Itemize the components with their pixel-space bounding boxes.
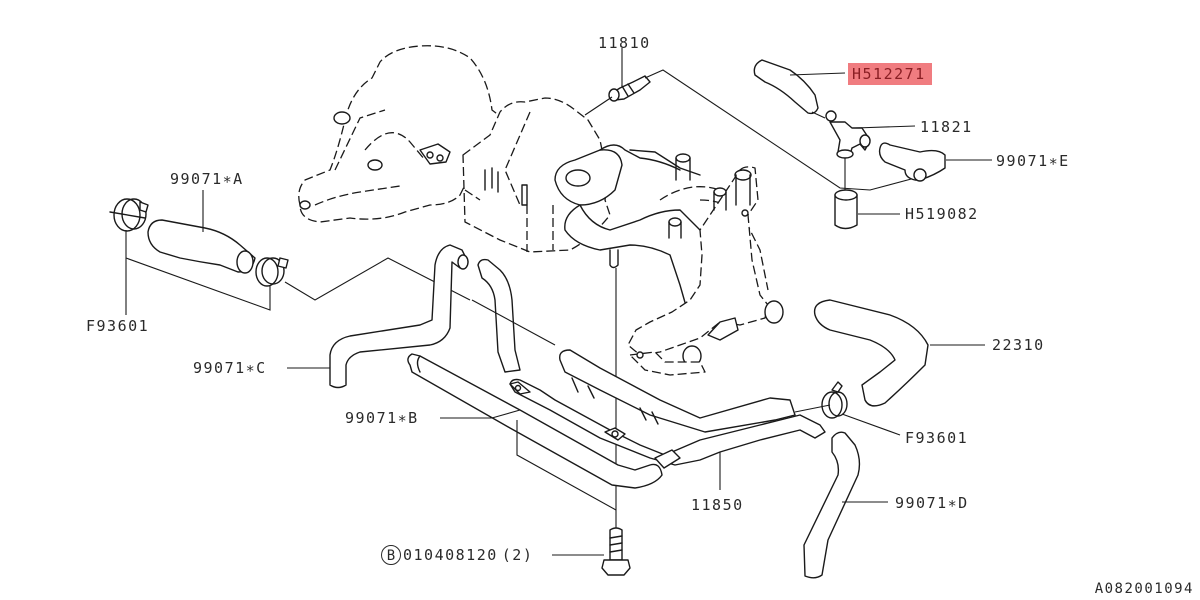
hose-h512271-drawing bbox=[753, 59, 846, 119]
callout-h519082[interactable]: H519082 bbox=[905, 205, 979, 223]
hose-22310-drawing bbox=[813, 299, 985, 436]
hose-99071a-drawing bbox=[109, 190, 471, 315]
callout-99071e[interactable]: 99071∗E bbox=[996, 152, 1070, 170]
callout-99071b[interactable]: 99071∗B bbox=[345, 409, 419, 427]
bolt-drawing bbox=[552, 527, 631, 576]
callout-11810[interactable]: 11810 bbox=[598, 34, 651, 52]
bolt-quantity: (2) bbox=[501, 546, 534, 564]
callout-99071a[interactable]: 99071∗A bbox=[170, 170, 244, 188]
hose-middle-drawing bbox=[471, 258, 556, 373]
callout-99071c[interactable]: 99071∗C bbox=[193, 359, 267, 377]
callout-f93601-right[interactable]: F93601 bbox=[905, 429, 969, 447]
hose-99071c-drawing bbox=[287, 244, 469, 389]
figure-id: A082001094 bbox=[1094, 581, 1194, 597]
pipe-99071b-drawing bbox=[407, 353, 663, 511]
callout-11821[interactable]: 11821 bbox=[920, 118, 973, 136]
callout-11850[interactable]: 11850 bbox=[691, 496, 744, 514]
callout-h512271-highlighted[interactable]: H512271 bbox=[848, 63, 932, 85]
bolt-part-number: 010408120 bbox=[403, 546, 498, 564]
bolt-symbol-b: B bbox=[381, 545, 401, 565]
part-h519082-drawing bbox=[834, 189, 900, 230]
callout-f93601-left[interactable]: F93601 bbox=[86, 317, 150, 335]
intake-manifold-drawing bbox=[298, 45, 784, 560]
tee-fitting-11821-drawing bbox=[825, 110, 916, 192]
pipe-11850-drawing bbox=[509, 349, 831, 490]
callout-22310[interactable]: 22310 bbox=[992, 336, 1045, 354]
pcv-valve-drawing bbox=[584, 48, 916, 191]
hose-99071d-drawing bbox=[803, 431, 888, 579]
callout-99071d[interactable]: 99071∗D bbox=[895, 494, 969, 512]
hose-99071e-drawing bbox=[878, 142, 992, 182]
